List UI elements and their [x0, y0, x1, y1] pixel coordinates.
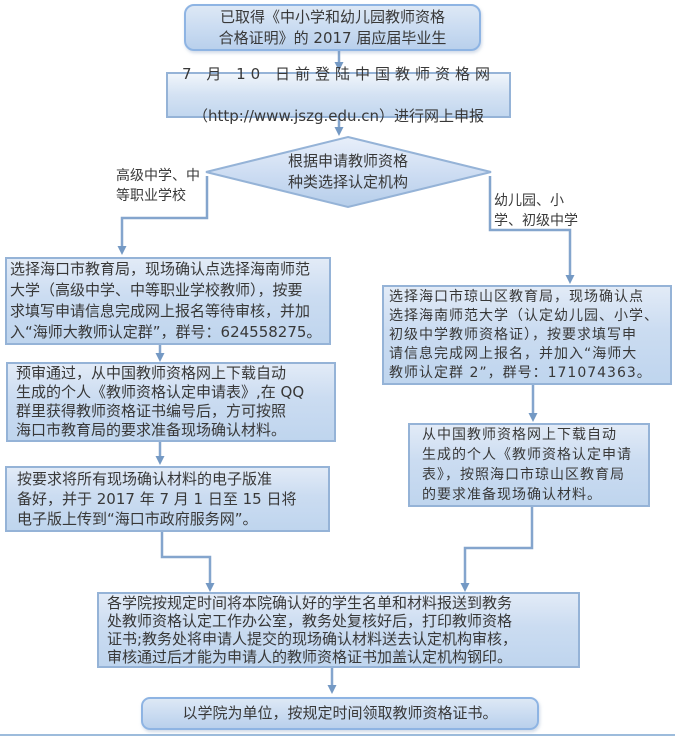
decision-diamond-label: 根据申请教师资格 种类选择认定机构: [287, 152, 408, 191]
left-step1-text: 选择海口市教育局，现场确认点选择海南师范 大学（高级中学、中等职业学校教师），按…: [10, 260, 322, 341]
connector-right2-merge: [463, 507, 534, 586]
arrowhead: [327, 685, 337, 694]
arrowhead: [334, 127, 344, 136]
merge-step-text: 各学院按规定时间将本院确认好的学生名单和材料报送到教务 处教师资格认定工作办公室…: [107, 594, 518, 666]
register-box: 7 月 10 日前登陆中国教师资格网 （http://www.jszg.edu.…: [166, 65, 511, 125]
final-step-box: 以学院为单位，按规定时间领取教师资格证书。: [141, 697, 539, 730]
branch-label-right: 幼儿园、小 学、初级中学: [494, 193, 578, 229]
right-step1-box: 选择海口市琼山区教育局，现场确认点 选择海南师范大学（认定幼儿园、小学、 初级中…: [382, 285, 672, 385]
arrowhead: [117, 246, 127, 255]
left-step1-box: 选择海口市教育局，现场确认点选择海南师范 大学（高级中学、中等职业学校教师），按…: [5, 257, 331, 345]
left-step2-text: 预审通过，从中国教师资格网上下载自动 生成的个人《教师资格认定申请表》,在 QQ…: [16, 364, 305, 439]
right-step2-text: 从中国教师资格网上下载自动 生成的个人《教师资格认定申请 表》，按照海口市琼山区…: [422, 427, 632, 503]
arrowhead: [205, 583, 215, 592]
register-line1: 7 月 10 日前登陆中国教师资格网: [182, 64, 495, 83]
merge-step-box: 各学院按规定时间将本院确认好的学生名单和材料报送到教务 处教师资格认定工作办公室…: [97, 592, 580, 668]
connector-decision-left: [120, 176, 209, 248]
branch-label-left: 高级中学、中 等职业学校: [116, 168, 200, 204]
final-step-text: 以学院为单位，按规定时间领取教师资格证书。: [182, 704, 498, 722]
decision-diamond-shape: [205, 135, 492, 209]
arrowhead: [334, 62, 344, 71]
arrowhead: [528, 413, 538, 422]
right-step2-box: 从中国教师资格网上下载自动 生成的个人《教师资格认定申请 表》，按照海口市琼山区…: [408, 423, 650, 507]
start-box: 已取得《中小学和幼儿园教师资格 合格证明》的 2017 届应届毕业生: [184, 4, 481, 51]
start-box-text: 已取得《中小学和幼儿园教师资格 合格证明》的 2017 届应届毕业生: [218, 7, 447, 47]
arrowhead: [155, 456, 165, 465]
arrowhead: [565, 275, 575, 284]
connector-left3-merge: [160, 532, 212, 586]
connector-decision-right: [488, 176, 572, 277]
register-line2: （http://www.jszg.edu.cn）进行网上申报: [192, 106, 485, 125]
right-step1-text: 选择海口市琼山区教育局，现场确认点 选择海南师范大学（认定幼儿园、小学、 初级中…: [389, 288, 659, 381]
bottom-divider: [0, 734, 675, 736]
register-box-text: 7 月 10 日前登陆中国教师资格网 （http://www.jszg.edu.…: [168, 43, 509, 148]
left-step3-box: 按要求将所有现场确认材料的电子版准 备好，并于 2017 年 7 月 1 日至 …: [5, 466, 330, 532]
left-step2-box: 预审通过，从中国教师资格网上下载自动 生成的个人《教师资格认定申请表》,在 QQ…: [6, 362, 336, 442]
left-step3-text: 按要求将所有现场确认材料的电子版准 备好，并于 2017 年 7 月 1 日至 …: [17, 470, 297, 528]
arrowhead: [155, 353, 165, 362]
arrowhead: [460, 583, 470, 592]
